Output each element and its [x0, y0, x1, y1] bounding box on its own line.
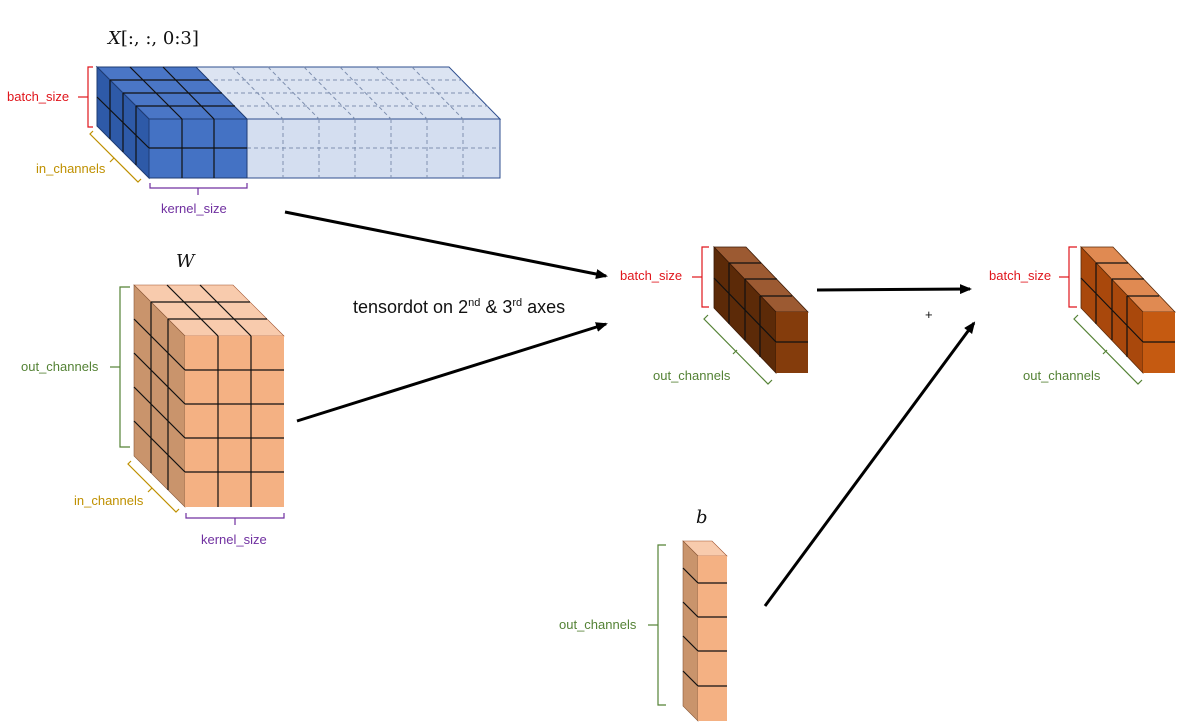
x-in-channels-label: in_channels [36, 161, 106, 176]
mid-out-channels-label: out_channels [653, 368, 731, 383]
w-in-channels-bracket [127, 460, 180, 513]
w-kernel-label: kernel_size [201, 532, 267, 547]
x-title-index: [:, :, 0:3] [121, 28, 199, 49]
w-tensor: W out_ [21, 251, 285, 547]
final-result: batch_size out_channels [989, 246, 1176, 385]
operation-suffix: axes [522, 297, 565, 317]
bias-out-channels-label: out_channels [559, 617, 637, 632]
arrow-w-to-result [296, 322, 608, 423]
x-batch-label: batch_size [7, 89, 69, 104]
arrow-bias-to-output [763, 321, 976, 607]
w-title: W [176, 251, 196, 272]
arrow-result-to-output [816, 284, 972, 295]
final-batch-label: batch_size [989, 268, 1051, 283]
x-title: X[:, :, 0:3] [106, 28, 199, 49]
final-out-channels-bracket [1073, 314, 1143, 385]
operation-sup-2: rd [512, 297, 522, 309]
w-out-channels-bracket [110, 286, 130, 448]
x-kernel-bracket [149, 183, 248, 195]
x-tensor: X[:, :, 0:3] [7, 28, 502, 216]
intermediate-result: batch_size out_channels [620, 246, 809, 385]
w-kernel-bracket [185, 513, 285, 525]
operation-label: tensordot on 2nd & 3rd axes [353, 297, 565, 317]
operation-prefix: tensordot on 2 [353, 297, 468, 317]
x-in-channels-bracket [89, 130, 142, 183]
operation-sup-1: nd [468, 297, 480, 309]
bias-vector: b out_channels [559, 507, 728, 722]
x-kernel-label: kernel_size [161, 201, 227, 216]
arrows [284, 210, 976, 607]
w-out-channels-label: out_channels [21, 359, 99, 374]
plus-sign: + [925, 307, 933, 322]
x-title-var: X [106, 28, 122, 49]
final-batch-bracket [1059, 246, 1077, 308]
mid-batch-label: batch_size [620, 268, 682, 283]
mid-batch-bracket [692, 246, 709, 308]
bias-title: b [696, 507, 708, 528]
final-out-channels-label: out_channels [1023, 368, 1101, 383]
x-batch-bracket [78, 66, 93, 128]
mid-out-channels-bracket [703, 314, 773, 385]
arrow-x-to-result [284, 210, 608, 279]
x-dark-slice [95, 65, 249, 180]
bias-out-channels-bracket [648, 544, 666, 706]
operation-mid: & 3 [480, 297, 512, 317]
w-in-channels-label: in_channels [74, 493, 144, 508]
